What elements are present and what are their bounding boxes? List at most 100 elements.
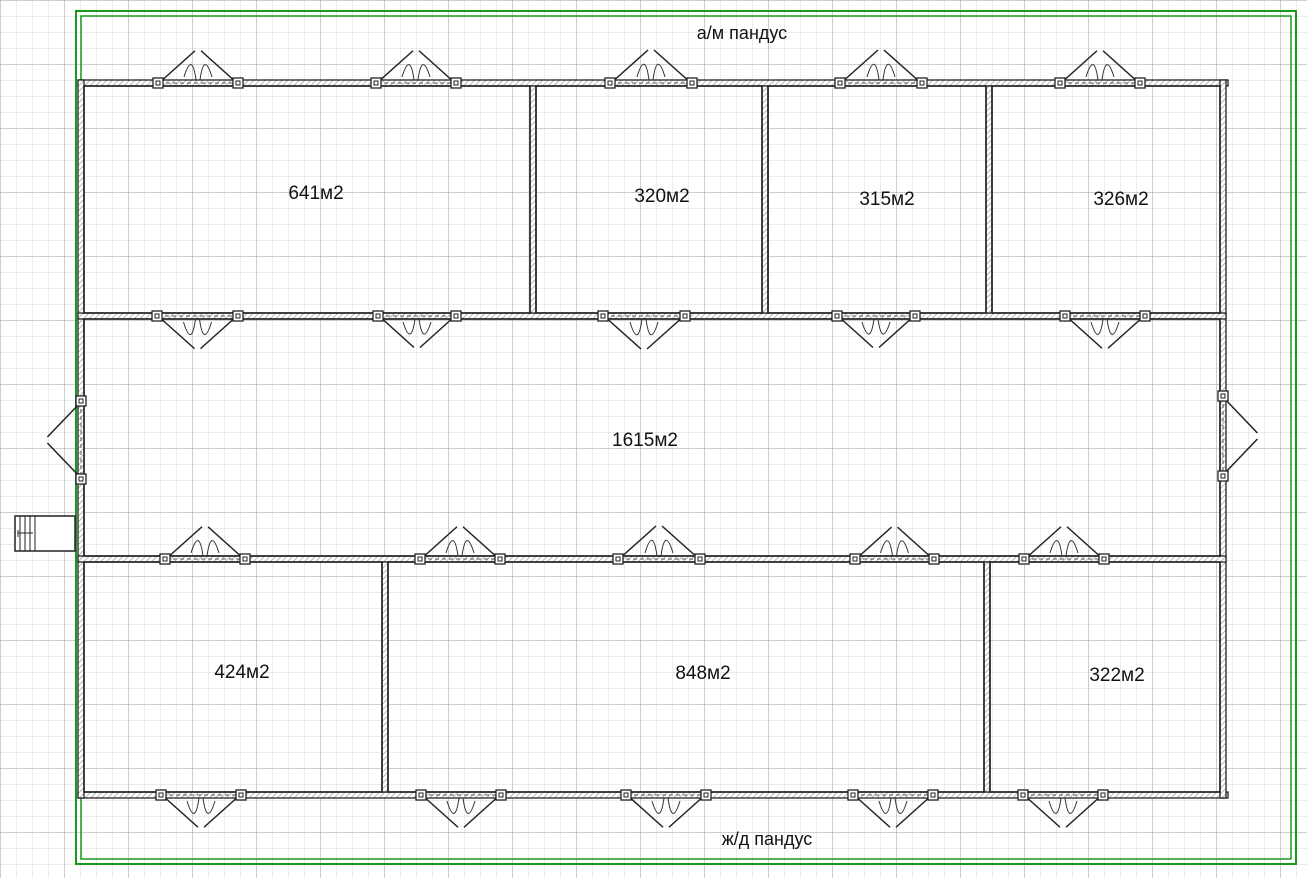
door-leaf — [419, 315, 456, 349]
door-swing — [186, 797, 200, 814]
door-leaf — [46, 442, 82, 479]
door-jamb — [928, 553, 940, 565]
door-leaf — [203, 794, 241, 828]
door-jamb-inner — [373, 80, 379, 86]
door-jamb — [847, 789, 859, 801]
door-jamb-inner — [600, 313, 606, 319]
door-jamb-inner — [1220, 393, 1226, 399]
room-6-area: 848м2 — [675, 663, 730, 684]
door-jamb-inner — [697, 556, 703, 562]
door-swing — [402, 318, 416, 335]
door-jamb-inner — [497, 556, 503, 562]
door-swing — [894, 797, 908, 814]
door-icon — [152, 50, 244, 89]
door-jamb — [1217, 390, 1229, 402]
door-swing — [183, 64, 197, 81]
door-icon — [1018, 526, 1110, 565]
door-jamb-inner — [453, 313, 459, 319]
door-jamb-inner — [1220, 473, 1226, 479]
door-jamb — [927, 789, 939, 801]
door-jamb-inner — [1100, 792, 1106, 798]
door-swing — [1085, 64, 1099, 81]
room-5-area: 424м2 — [214, 662, 269, 683]
door-leaf — [463, 794, 501, 828]
door-jamb-inner — [1101, 556, 1107, 562]
door-swing — [446, 797, 460, 814]
door-jamb — [450, 310, 462, 322]
door-swing — [183, 318, 196, 336]
doors — [46, 49, 1258, 828]
door-leaf — [158, 50, 196, 84]
door-swing — [660, 539, 674, 557]
door-leaf — [200, 315, 238, 350]
door-leaf — [661, 525, 700, 560]
door-jamb — [834, 77, 846, 89]
door-leaf — [200, 50, 238, 84]
door-jamb-inner — [1137, 80, 1143, 86]
door-leaf — [1107, 315, 1145, 349]
door-swing — [896, 540, 909, 557]
door-jamb — [831, 310, 843, 322]
door-jamb-inner — [1020, 792, 1026, 798]
door-jamb — [597, 310, 609, 322]
door-leaf — [378, 315, 415, 349]
door-jamb-inner — [1142, 313, 1148, 319]
room-7-area: 322м2 — [1089, 665, 1144, 686]
door-leaf — [462, 526, 500, 560]
room-2-area: 320м2 — [634, 186, 689, 207]
wall-segment — [77, 312, 1227, 320]
door-swing — [190, 540, 204, 557]
door-leaf — [853, 794, 891, 828]
room-outline — [767, 85, 987, 314]
door-jamb — [415, 789, 427, 801]
door-icon — [1054, 50, 1146, 89]
door-leaf — [46, 401, 82, 438]
door-leaf — [418, 50, 456, 84]
door-jamb — [232, 77, 244, 89]
door-leaf — [1024, 526, 1062, 560]
door-leaf — [376, 50, 414, 84]
door-swing — [644, 539, 658, 557]
door-jamb-inner — [912, 313, 918, 319]
door-jamb-inner — [155, 80, 161, 86]
door-jamb — [1217, 470, 1229, 482]
door-jamb-inner — [607, 80, 613, 86]
door-swing — [1048, 797, 1062, 814]
door-icon — [597, 310, 691, 350]
door-leaf — [610, 49, 649, 84]
door-leaf — [895, 794, 933, 828]
stair-icon — [14, 515, 76, 552]
door-swing — [445, 540, 459, 557]
door-jamb-inner — [931, 556, 937, 562]
door-swing — [645, 318, 659, 336]
door-icon — [620, 789, 712, 828]
door-jamb-inner — [930, 792, 936, 798]
door-jamb — [414, 553, 426, 565]
door-swing — [1065, 540, 1079, 557]
door-jamb — [239, 553, 251, 565]
door-leaf — [618, 525, 657, 560]
door-jamb — [694, 553, 706, 565]
door-icon — [604, 49, 698, 89]
room-outline — [83, 561, 383, 793]
door-jamb-inner — [78, 398, 84, 404]
door-jamb-inner — [1057, 80, 1063, 86]
door-icon — [372, 310, 462, 349]
door-leaf — [840, 49, 879, 84]
room-outline — [83, 85, 531, 314]
door-leaf — [1222, 396, 1258, 434]
door-jamb — [159, 553, 171, 565]
door-leaf — [1222, 438, 1258, 476]
door-jamb-inner — [418, 792, 424, 798]
door-jamb-inner — [158, 792, 164, 798]
door-jamb — [909, 310, 921, 322]
door-swing — [880, 540, 893, 557]
door-jamb-inner — [682, 313, 688, 319]
door-icon — [155, 789, 247, 828]
door-jamb — [849, 553, 861, 565]
door-leaf — [646, 315, 685, 350]
door-jamb-inner — [154, 313, 160, 319]
door-jamb — [700, 789, 712, 801]
door-icon — [46, 395, 87, 485]
